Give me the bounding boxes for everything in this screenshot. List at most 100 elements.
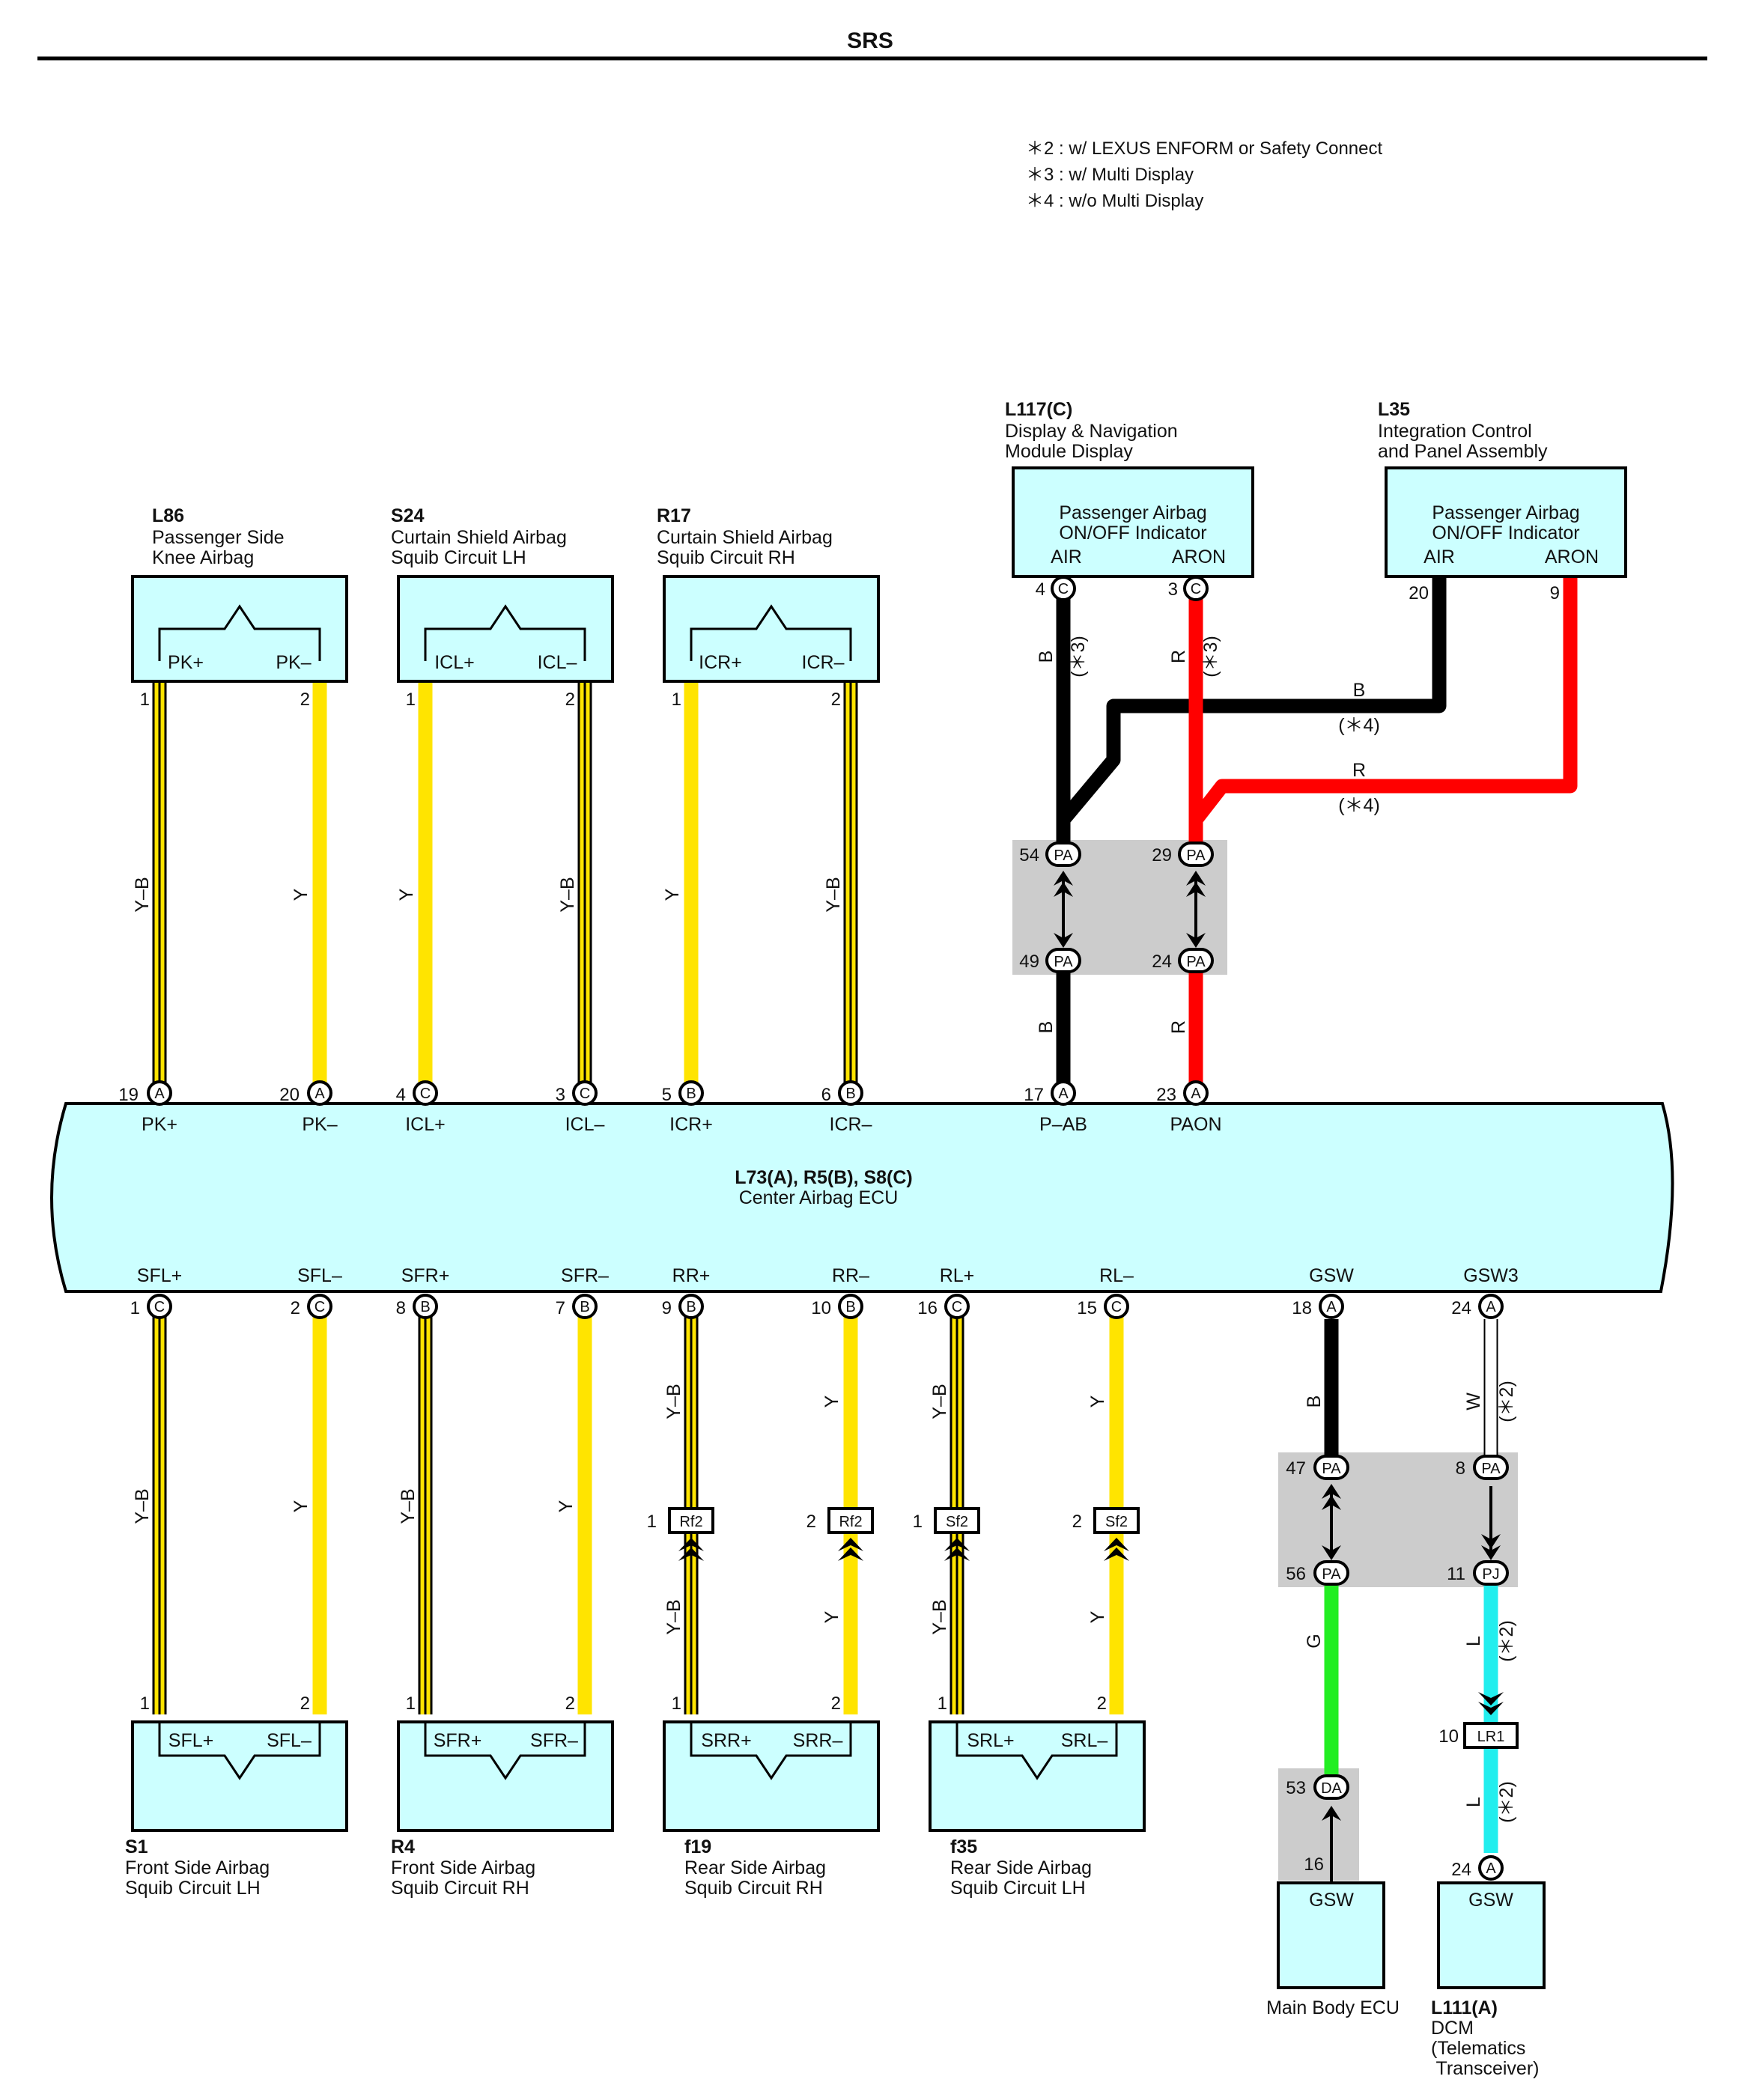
svg-text:1: 1 xyxy=(140,1693,150,1714)
svg-text:PA: PA xyxy=(1186,954,1206,970)
svg-text:Passenger Airbag: Passenger Airbag xyxy=(1432,502,1579,523)
svg-text:Y–B: Y–B xyxy=(663,1384,684,1419)
ecu-terminal-top: 3 C ICL– xyxy=(556,1080,604,1135)
svg-text:Squib Circuit RH: Squib Circuit RH xyxy=(684,1878,823,1899)
svg-text:8: 8 xyxy=(396,1298,406,1318)
svg-text:19: 19 xyxy=(118,1085,139,1105)
svg-text:6: 6 xyxy=(821,1085,831,1105)
svg-text:29: 29 xyxy=(1152,845,1172,865)
svg-text:GSW: GSW xyxy=(1309,1890,1354,1911)
svg-text:A: A xyxy=(1191,1086,1201,1102)
svg-text:P–AB: P–AB xyxy=(1039,1114,1087,1135)
svg-text:(＊2): (＊2) xyxy=(1496,1781,1517,1823)
svg-text:G: G xyxy=(1304,1634,1325,1648)
ecu-terminal-bottom: GSW 18 A xyxy=(1292,1265,1354,1319)
svg-text:AIR: AIR xyxy=(1051,547,1082,567)
component-dcm: GSW L111(A) DCM (Telematics Transceiver) xyxy=(1431,1881,1546,2079)
svg-text:C: C xyxy=(952,1299,962,1315)
svg-text:10: 10 xyxy=(811,1298,831,1318)
svg-text:f35: f35 xyxy=(950,1836,977,1857)
svg-text:1: 1 xyxy=(406,1693,416,1714)
svg-text:24: 24 xyxy=(1152,952,1172,972)
ecu-terminal-bottom: SFL– 2 C xyxy=(291,1265,342,1319)
svg-text:Y: Y xyxy=(1087,1610,1108,1623)
svg-text:ON/OFF Indicator: ON/OFF Indicator xyxy=(1432,523,1579,544)
svg-text:Y: Y xyxy=(291,1500,312,1512)
svg-text:2: 2 xyxy=(1072,1512,1082,1532)
svg-text:Squib Circuit LH: Squib Circuit LH xyxy=(391,547,526,568)
svg-text:A: A xyxy=(1058,1086,1069,1102)
wire-air-black xyxy=(1056,576,1447,1093)
svg-text:2: 2 xyxy=(291,1298,300,1318)
svg-text:2: 2 xyxy=(300,690,310,710)
svg-text:DA: DA xyxy=(1321,1780,1342,1797)
svg-text:f19: f19 xyxy=(684,1836,711,1857)
svg-text:1: 1 xyxy=(406,690,416,710)
svg-text:PA: PA xyxy=(1481,1461,1501,1477)
svg-text:PA: PA xyxy=(1322,1566,1341,1583)
svg-text:5: 5 xyxy=(662,1085,672,1105)
svg-text:B: B xyxy=(845,1086,855,1102)
svg-text:Y: Y xyxy=(556,1500,577,1512)
svg-text:W: W xyxy=(1463,1393,1484,1410)
svg-text:2: 2 xyxy=(565,1693,575,1714)
svg-text:Y: Y xyxy=(662,888,683,901)
ecu-terminal-top: 20 A PK– xyxy=(279,1080,338,1135)
svg-text:8: 8 xyxy=(1456,1458,1465,1479)
svg-text:Rear Side Airbag: Rear Side Airbag xyxy=(684,1857,826,1878)
svg-text:Sf2: Sf2 xyxy=(946,1514,968,1530)
terminal-l117-3c: 3 C xyxy=(1168,576,1209,601)
air-aron-wire-labels: B (＊3) R (＊3) B (＊4) R (＊4) B R xyxy=(1036,636,1380,1034)
svg-text:A: A xyxy=(1486,1299,1496,1315)
inline-connectors: 1 Rf2 2 Rf2 1 Sf2 2 Sf2 xyxy=(647,1507,1140,1561)
svg-text:Y–B: Y–B xyxy=(398,1488,419,1524)
svg-text:A: A xyxy=(154,1086,165,1102)
svg-text:(＊4): (＊4) xyxy=(1338,795,1380,816)
svg-text:1: 1 xyxy=(140,690,150,710)
svg-text:L117(C): L117(C) xyxy=(1005,399,1072,420)
svg-text:Sf2: Sf2 xyxy=(1105,1514,1128,1530)
svg-text:SRR+: SRR+ xyxy=(701,1730,751,1751)
svg-text:Curtain Shield Airbag: Curtain Shield Airbag xyxy=(657,527,833,548)
svg-text:9: 9 xyxy=(662,1298,672,1318)
svg-text:54: 54 xyxy=(1019,845,1039,865)
svg-text:C: C xyxy=(1058,581,1069,597)
svg-text:SFR+: SFR+ xyxy=(434,1730,482,1751)
svg-text:SFL–: SFL– xyxy=(297,1265,342,1286)
svg-text:A: A xyxy=(1326,1299,1337,1315)
component-s1: 1 2 SFL+ SFL– S1 Front Side Airbag Squib… xyxy=(125,1693,348,1899)
svg-text:23: 23 xyxy=(1156,1085,1176,1105)
svg-text:B: B xyxy=(845,1299,855,1315)
svg-text:B: B xyxy=(580,1299,589,1315)
svg-text:4: 4 xyxy=(1036,579,1045,600)
ecu-terminal-top: 4 C ICL+ xyxy=(396,1080,446,1135)
svg-text:7: 7 xyxy=(556,1298,565,1318)
svg-text:Squib Circuit RH: Squib Circuit RH xyxy=(657,547,795,568)
svg-text:(＊3): (＊3) xyxy=(1068,636,1089,678)
svg-text:53: 53 xyxy=(1286,1778,1306,1798)
ecu-code: L73(A), R5(B), S8(C) xyxy=(735,1167,913,1188)
svg-text:Passenger Airbag: Passenger Airbag xyxy=(1059,502,1206,523)
svg-text:Squib Circuit LH: Squib Circuit LH xyxy=(125,1878,261,1899)
svg-text:Curtain Shield Airbag: Curtain Shield Airbag xyxy=(391,527,567,548)
ecu-bottom-terminals: SFL+ 1 C SFL– 2 C SFR+ 8 B SFR– 7 B RR+ … xyxy=(130,1265,1519,1319)
svg-text:Squib Circuit LH: Squib Circuit LH xyxy=(950,1878,1086,1899)
ecu-terminal-top: 6 B ICR– xyxy=(821,1080,872,1135)
svg-text:Transceiver): Transceiver) xyxy=(1431,2058,1539,2079)
svg-text:RL+: RL+ xyxy=(940,1265,975,1286)
svg-text:ARON: ARON xyxy=(1545,547,1599,567)
svg-text:Passenger Side: Passenger Side xyxy=(152,527,285,548)
svg-text:3: 3 xyxy=(556,1085,565,1105)
ecu-terminal-bottom: RR– 10 B xyxy=(811,1265,869,1319)
component-l86: L86 Passenger Side Knee Airbag PK+ PK– 1… xyxy=(131,505,348,710)
svg-text:C: C xyxy=(1111,1299,1122,1315)
note-4: ＊4 : w/o Multi Display xyxy=(1026,191,1203,211)
terminal-dcm-24a: 24 A xyxy=(1451,1855,1504,1881)
svg-text:ICR–: ICR– xyxy=(830,1114,872,1135)
svg-text:SFL+: SFL+ xyxy=(137,1265,182,1286)
svg-text:15: 15 xyxy=(1077,1298,1097,1318)
svg-text:Y–B: Y–B xyxy=(823,877,844,912)
svg-text:3: 3 xyxy=(1168,579,1178,600)
svg-text:9: 9 xyxy=(1550,583,1560,603)
svg-text:4: 4 xyxy=(396,1085,406,1105)
